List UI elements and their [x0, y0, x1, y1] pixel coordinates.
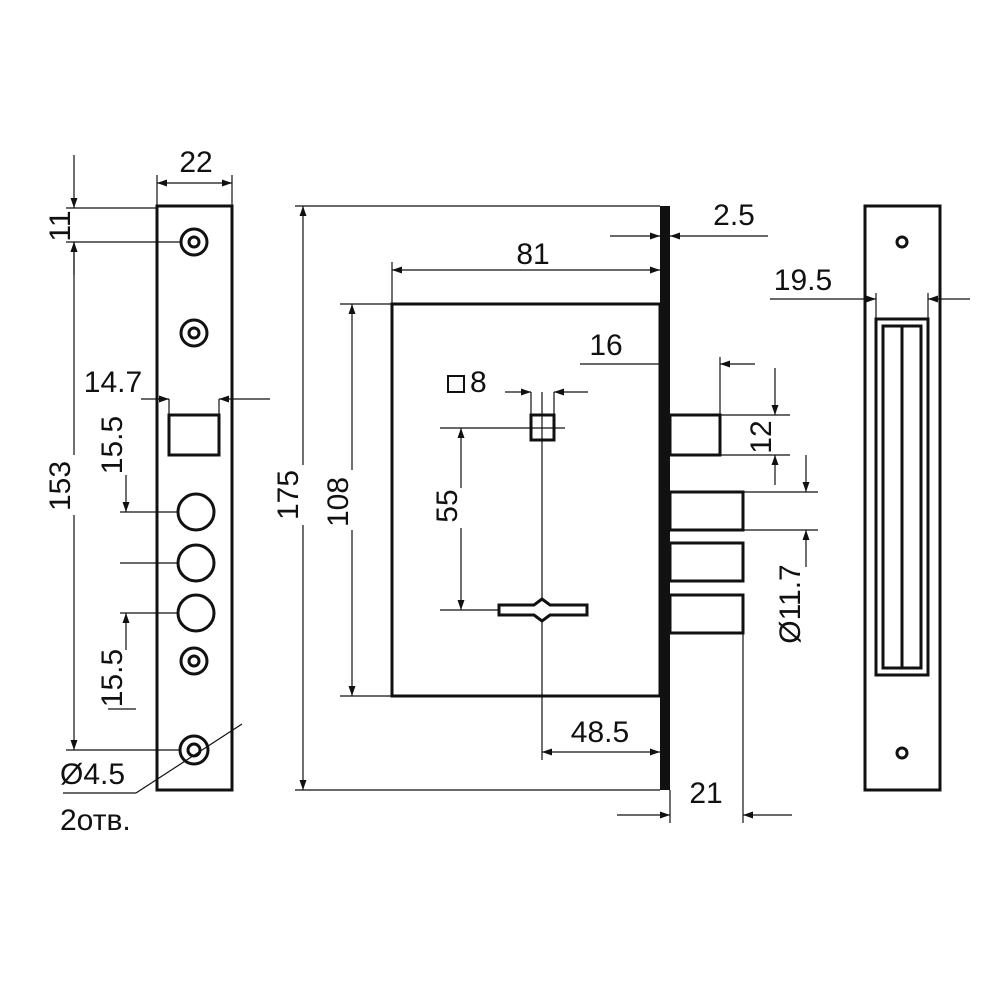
- dim-faceplate-length: 153: [44, 461, 77, 511]
- deadbolt-3: [668, 593, 745, 635]
- deadbolt-1: [668, 490, 745, 532]
- screw-hole-upper: [179, 318, 209, 348]
- faceplate-view: 22 11 153 14.7 15.5 15.5 Ø4.5 2отв.: [44, 146, 270, 837]
- strike-hole-bottom: [895, 746, 909, 760]
- dim-centre-distance: 55: [431, 489, 464, 522]
- dim-plate-thickness: 2.5: [713, 199, 755, 232]
- square-symbol: [447, 375, 465, 393]
- dim-hole-diameter: Ø4.5: [60, 758, 125, 791]
- bolt-hole-1: [176, 492, 216, 532]
- strike-plate-outline: [863, 204, 942, 792]
- dim-bolt-diameter: Ø11.7: [774, 564, 807, 644]
- latch-bolt: [668, 413, 722, 457]
- dim-top-offset: 11: [44, 210, 77, 241]
- deadbolt-2: [668, 541, 745, 583]
- dim-spindle-square: 8: [470, 366, 487, 399]
- dim-case-height: 108: [322, 477, 355, 527]
- dim-backset: 48.5: [571, 716, 629, 749]
- dim-strike-width: 19.5: [774, 264, 832, 297]
- note-hole-count: 2отв.: [60, 804, 131, 837]
- bolt-hole-2: [176, 543, 216, 583]
- faceplate-side: [660, 206, 670, 790]
- dim-case-width: 81: [516, 238, 549, 271]
- faceplate-outline: [155, 204, 234, 792]
- strike-opening-outer: [874, 317, 930, 677]
- screw-hole-lower: [179, 646, 209, 676]
- keyhole: [497, 597, 589, 623]
- strike-plate-view: 19.5: [770, 204, 970, 792]
- dim-latch-projection: 16: [589, 329, 622, 362]
- dim-latch-height: 12: [745, 420, 778, 453]
- lock-case-body: [390, 302, 662, 698]
- dim-spacing-upper: 15.5: [96, 416, 129, 474]
- screw-hole-top: [179, 227, 209, 257]
- dim-slot-width: 14.7: [84, 366, 142, 399]
- dim-faceplate-width: 22: [179, 146, 212, 179]
- lock-case-view: 175 108 81 2.5 8 55 48.5 16: [272, 199, 818, 823]
- latch-slot: [167, 413, 221, 457]
- bolt-hole-3: [176, 593, 216, 633]
- dim-spacing-lower: 15.5: [96, 649, 129, 707]
- strike-hole-top: [895, 235, 909, 249]
- screw-hole-bottom: [178, 734, 210, 766]
- dim-bolt-throw: 21: [689, 777, 722, 810]
- dim-overall-height: 175: [272, 470, 305, 520]
